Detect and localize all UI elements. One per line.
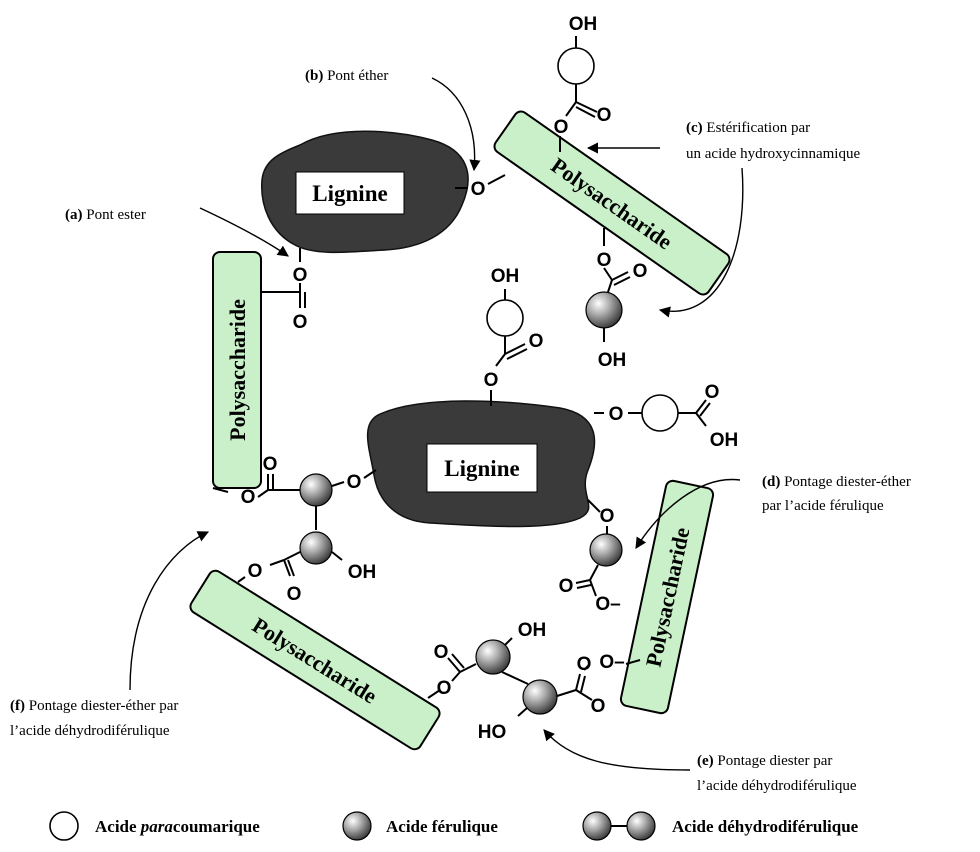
svg-text:O: O bbox=[529, 331, 544, 352]
arrow-e bbox=[543, 729, 691, 771]
legend-dehydrodiferulic-label: Acide déhydrodiférulique bbox=[672, 817, 859, 836]
svg-text:O–: O– bbox=[599, 652, 624, 673]
dehydrodiferulic-bridge-e: O O OH HO O O O– bbox=[427, 620, 641, 743]
legend-ferulic-symbol bbox=[342, 811, 372, 841]
lignin-label-center: Lignine bbox=[444, 456, 519, 481]
arrow-d bbox=[635, 478, 741, 549]
svg-text:OH: OH bbox=[569, 14, 598, 35]
svg-text:O: O bbox=[434, 642, 449, 663]
svg-text:O: O bbox=[437, 678, 452, 699]
paracoumaric-center-top: OH O O bbox=[484, 266, 544, 406]
svg-text:O: O bbox=[609, 404, 624, 425]
ester-bridge-a: O O bbox=[262, 248, 307, 333]
ferulic-bridge-d: O O O– bbox=[559, 499, 623, 615]
svg-text:O: O bbox=[600, 506, 615, 527]
svg-text:O: O bbox=[705, 382, 720, 403]
label-e: (e) Pontage diester par bbox=[697, 753, 832, 769]
label-c-line2: un acide hydroxycinnamique bbox=[686, 146, 860, 162]
label-d: (d) Pontage diester-éther bbox=[762, 474, 911, 490]
dehydrodiferulic-bridge-f: O O O OH O O bbox=[212, 454, 377, 605]
svg-text:O: O bbox=[597, 250, 612, 271]
label-a: (a) Pont ester bbox=[65, 207, 146, 223]
svg-text:HO: HO bbox=[478, 722, 507, 743]
arrow-f bbox=[129, 531, 210, 691]
legend-paracoumaric-symbol bbox=[49, 811, 79, 841]
arrow-c-lower bbox=[658, 167, 744, 318]
arrow-b bbox=[431, 77, 481, 172]
legend-ferulic-label: Acide férulique bbox=[386, 817, 498, 836]
svg-text:O: O bbox=[287, 584, 302, 605]
label-f: (f) Pontage diester-éther par bbox=[10, 698, 178, 714]
svg-text:OH: OH bbox=[710, 430, 739, 451]
svg-text:OH: OH bbox=[348, 562, 377, 583]
svg-text:O: O bbox=[293, 265, 308, 286]
svg-text:O: O bbox=[591, 696, 606, 717]
svg-text:O: O bbox=[293, 312, 308, 333]
label-d-line2: par l’acide férulique bbox=[762, 498, 884, 514]
label-c: (c) Estérification par bbox=[686, 120, 810, 136]
paracoumaric-center-right: O O OH bbox=[594, 382, 738, 451]
label-f-line2: l’acide déhydrodiférulique bbox=[10, 723, 170, 739]
polysaccharide-left: Polysaccharide bbox=[212, 251, 262, 489]
svg-text:OH: OH bbox=[491, 266, 520, 287]
svg-text:Polysaccharide: Polysaccharide bbox=[225, 299, 250, 441]
arrow-a bbox=[199, 207, 289, 257]
svg-text:OH: OH bbox=[518, 620, 547, 641]
svg-text:Polysaccharide: Polysaccharide bbox=[546, 153, 677, 255]
paracoumaric-top: OH O O bbox=[554, 14, 612, 152]
legend-dehydrodiferulic-symbol-1 bbox=[582, 811, 612, 841]
svg-text:O: O bbox=[263, 454, 278, 475]
legend-paracoumaric-label: Acide paracoumarique bbox=[95, 817, 260, 836]
svg-text:O: O bbox=[597, 105, 612, 126]
svg-text:O: O bbox=[248, 561, 263, 582]
polysaccharide-bottom-left: Polysaccharide bbox=[189, 569, 441, 751]
polysaccharide-top-right: Polysaccharide bbox=[493, 110, 731, 296]
svg-text:O: O bbox=[347, 472, 362, 493]
svg-text:O: O bbox=[577, 654, 592, 675]
svg-text:O: O bbox=[241, 487, 256, 508]
svg-text:O: O bbox=[484, 370, 499, 391]
ferulic-ester-c: O O OH bbox=[585, 228, 648, 371]
lignin-label-box-top bbox=[295, 171, 405, 215]
svg-text:O: O bbox=[554, 117, 569, 138]
svg-text:OH: OH bbox=[598, 350, 627, 371]
svg-text:O: O bbox=[559, 576, 574, 597]
lignin-label-top: Lignine bbox=[312, 181, 387, 206]
label-e-line2: l’acide déhydrodiférulique bbox=[697, 778, 857, 794]
legend-dehydrodiferulic-symbol-2 bbox=[626, 811, 656, 841]
lignin-label-box-center bbox=[426, 443, 538, 493]
svg-text:O–: O– bbox=[595, 594, 620, 615]
ether-bridge-b: O bbox=[455, 174, 506, 200]
svg-text:O: O bbox=[633, 261, 648, 282]
label-b: (b) Pont éther bbox=[305, 68, 388, 84]
legend: Acide paracoumarique Acide férulique Aci… bbox=[49, 811, 859, 841]
polysaccharide-bottom-right: Polysaccharide bbox=[619, 479, 715, 715]
svg-text:O: O bbox=[471, 179, 486, 200]
